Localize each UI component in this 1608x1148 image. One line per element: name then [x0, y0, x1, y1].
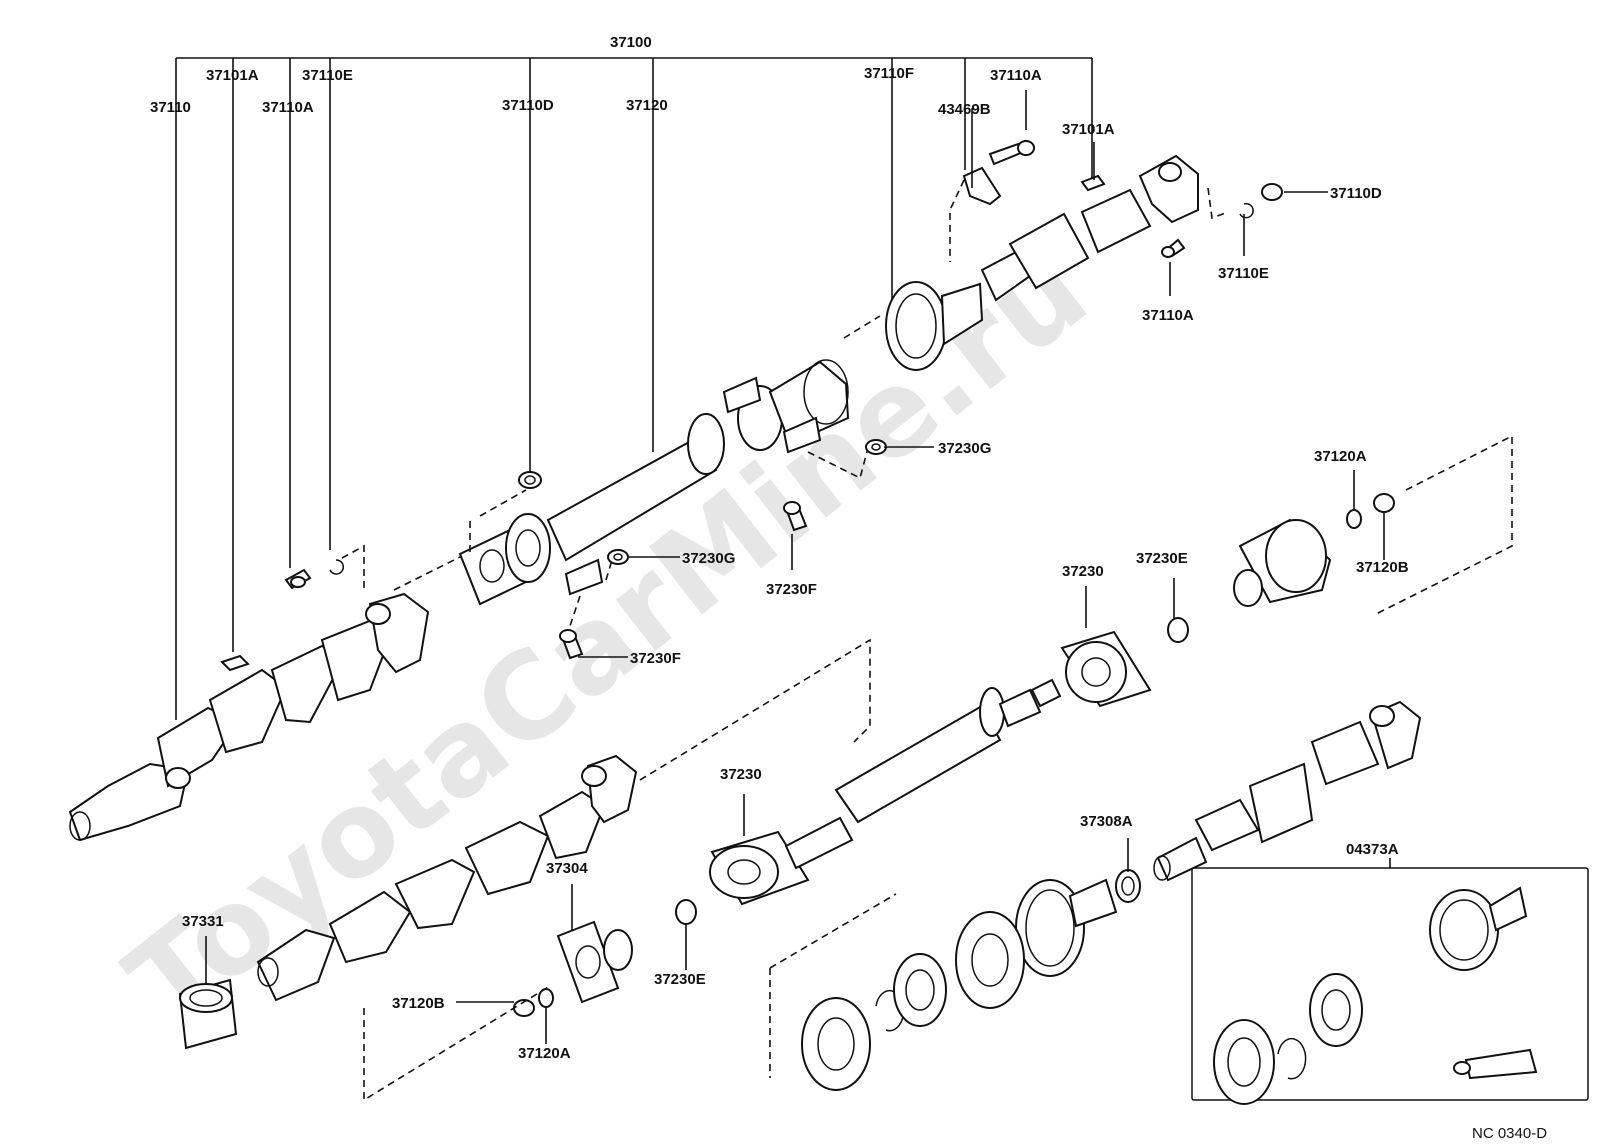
- label-37120B-bottom: 37120B: [392, 995, 445, 1012]
- label-37230G-top: 37230G: [938, 440, 991, 457]
- ring-37308A[interactable]: [1115, 869, 1141, 903]
- bolt-37230F-left[interactable]: [559, 629, 584, 660]
- clamp-43469B[interactable]: [962, 166, 1002, 206]
- label-37230G-mid: 37230G: [682, 550, 735, 567]
- label-37110A-topright: 37110A: [990, 67, 1042, 84]
- bolt-37110A-topright[interactable]: [988, 140, 1035, 166]
- label-37230E-right: 37230E: [1136, 550, 1188, 567]
- label-37120B-right: 37120B: [1356, 559, 1409, 576]
- label-37304: 37304: [546, 860, 588, 877]
- watermark: ToyotaCarMine.ru: [102, 221, 1112, 1052]
- propeller-shaft-lower-right[interactable]: [1153, 700, 1422, 882]
- nut-37110D-mid[interactable]: [518, 471, 542, 489]
- label-37110D-mid: 37110D: [502, 97, 554, 114]
- label-37230F-left: 37230F: [630, 650, 681, 667]
- washer-37230E-bottom[interactable]: [675, 899, 697, 925]
- cv-boot[interactable]: [1015, 878, 1118, 977]
- label-37308A: 37308A: [1080, 813, 1133, 830]
- label-37331: 37331: [182, 913, 224, 930]
- label-37230F-mid: 37230F: [766, 581, 817, 598]
- washer-37120A-right[interactable]: [1346, 509, 1362, 529]
- flange-yoke-right[interactable]: [1233, 518, 1332, 607]
- leader-lines: [205, 90, 1391, 1044]
- washer-37120A-bottom[interactable]: [538, 988, 554, 1008]
- propeller-shaft-37110[interactable]: [68, 592, 430, 842]
- intermediate-shaft-37120[interactable]: [458, 359, 850, 606]
- label-37110A-left: 37110A: [262, 99, 314, 116]
- propeller-shaft-lower-left[interactable]: [256, 754, 638, 1002]
- balance-plate-37101A-left: [220, 654, 250, 672]
- label-37110: 37110: [150, 99, 191, 116]
- washer-37230G-top[interactable]: [865, 439, 887, 455]
- cv-cage[interactable]: [893, 953, 947, 1027]
- clip-37110E-right[interactable]: [1239, 202, 1254, 219]
- label-37110F: 37110F: [864, 65, 914, 82]
- bolt-37230F-mid[interactable]: [783, 501, 808, 532]
- cv-flange-plate[interactable]: [801, 997, 871, 1091]
- assembly-bracket-37100: [175, 57, 1093, 720]
- label-37230-left: 37230: [720, 766, 762, 783]
- label-37120A-bottom: 37120A: [518, 1045, 571, 1062]
- label-37110D-right: 37110D: [1330, 185, 1382, 202]
- bearing-37331[interactable]: [178, 978, 238, 1050]
- bolt-37110A-right[interactable]: [1161, 238, 1186, 258]
- nut-37120B-right[interactable]: [1373, 493, 1395, 513]
- propeller-shaft-rear-top[interactable]: [885, 154, 1199, 371]
- balance-plate-37101A-right: [1080, 174, 1106, 192]
- label-37120A-right: 37120A: [1314, 448, 1367, 465]
- center-bearing-37230-right[interactable]: [1060, 630, 1152, 708]
- label-37110E-top: 37110E: [302, 67, 353, 84]
- cv-joint-body[interactable]: [955, 911, 1025, 1009]
- label-37110E-right: 37110E: [1218, 265, 1269, 282]
- label-37230-right: 37230: [1062, 563, 1104, 580]
- kit-box-04373A: [1191, 867, 1589, 1105]
- label-37101A-top: 37101A: [206, 67, 259, 84]
- nut-37110D-right[interactable]: [1261, 183, 1283, 201]
- label-37110A-right: 37110A: [1142, 307, 1194, 324]
- label-37120: 37120: [626, 97, 668, 114]
- label-37101A-right: 37101A: [1062, 121, 1115, 138]
- label-37100: 37100: [610, 34, 652, 51]
- label-37230E-bottom: 37230E: [654, 971, 706, 988]
- drawing-code: NC 0340-D: [1472, 1125, 1547, 1142]
- label-43469B: 43469B: [938, 101, 991, 118]
- label-04373A: 04373A: [1346, 841, 1399, 858]
- washer-37230G-mid[interactable]: [607, 549, 629, 565]
- flange-37304[interactable]: [556, 920, 633, 1004]
- center-bearing-37230-left[interactable]: [709, 830, 810, 906]
- washer-37230E-right[interactable]: [1167, 617, 1189, 643]
- clip-37110E-left[interactable]: [329, 559, 345, 575]
- center-shaft-lower[interactable]: [784, 678, 1062, 870]
- bolt-37110A-left[interactable]: [284, 568, 312, 590]
